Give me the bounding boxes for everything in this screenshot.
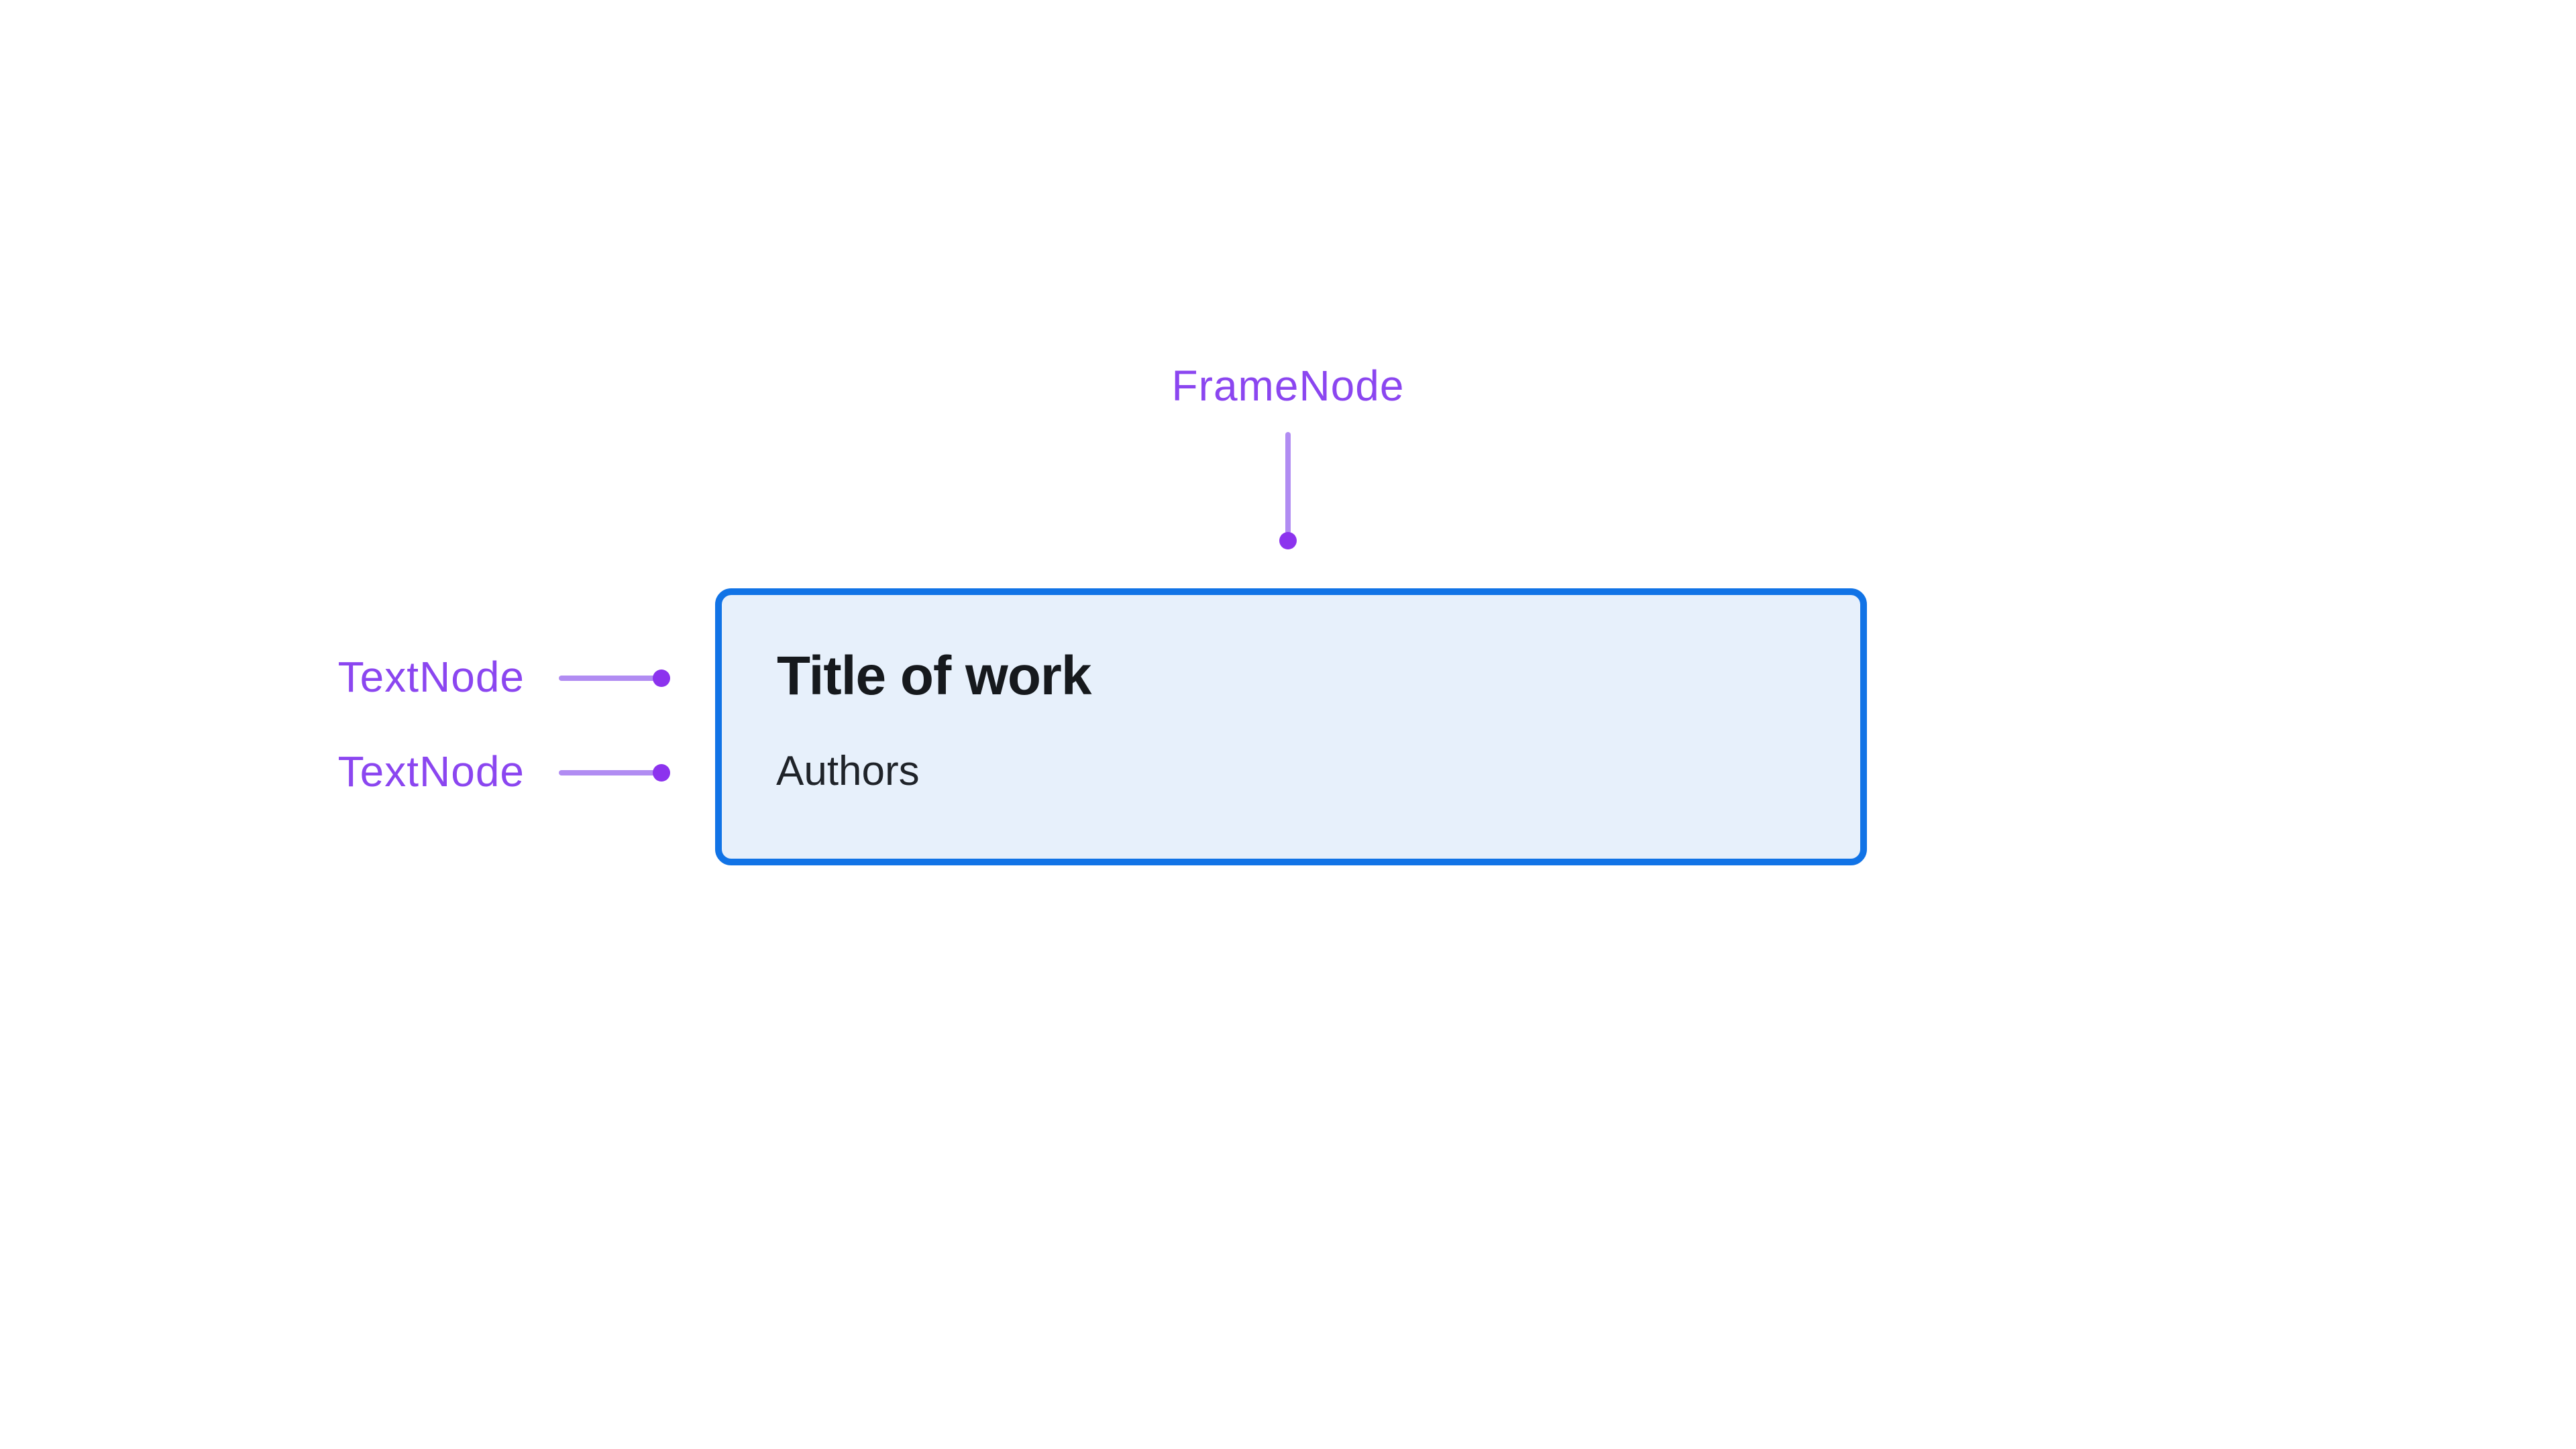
text-node-leader-line-authors bbox=[559, 770, 661, 775]
card-title-text: Title of work bbox=[777, 645, 1091, 706]
frame-node-label: FrameNode bbox=[1171, 362, 1405, 410]
frame-node-card bbox=[715, 588, 1867, 865]
text-node-leader-dot-title bbox=[653, 669, 670, 687]
text-node-label-authors: TextNode bbox=[337, 747, 525, 796]
text-node-leader-dot-authors bbox=[653, 764, 670, 782]
frame-node-leader-line bbox=[1285, 432, 1291, 534]
frame-node-leader-dot bbox=[1279, 532, 1297, 549]
text-node-label-title: TextNode bbox=[337, 653, 525, 701]
text-node-leader-line-title bbox=[559, 676, 661, 681]
card-authors-text: Authors bbox=[776, 748, 920, 794]
